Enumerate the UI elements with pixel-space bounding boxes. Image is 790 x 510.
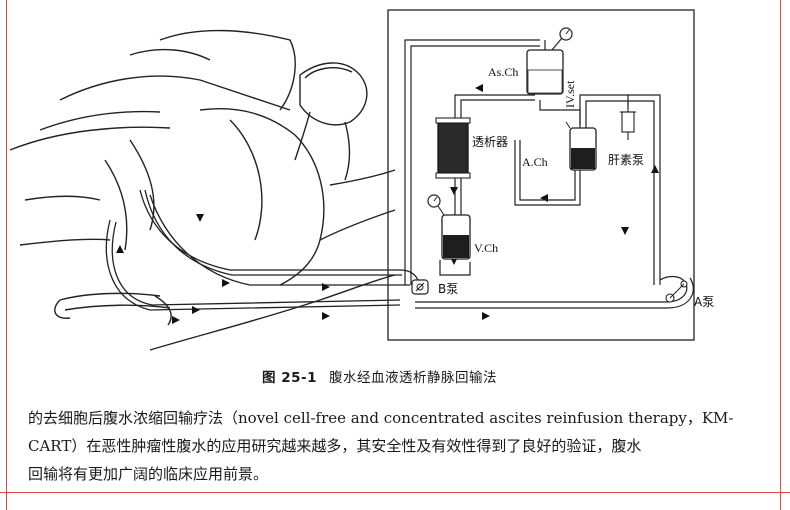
patient-illustration — [9, 29, 396, 351]
dialysis-machine-frame — [387, 9, 695, 341]
b-pump-icon — [411, 279, 429, 295]
arterial-chamber — [565, 121, 597, 171]
dialyzer — [435, 117, 471, 179]
drainage-tubes — [105, 189, 421, 311]
label-a-pump: A泵 — [694, 295, 714, 309]
page-margin-line-bottom — [0, 492, 790, 493]
figure-caption: 图 25-1 腹水经血液透析静脉回输法 — [262, 366, 497, 386]
label-heparin-pump: 肝素泵 — [608, 153, 644, 167]
a-pump-icon — [665, 280, 688, 303]
figure-title: 腹水经血液透析静脉回输法 — [328, 370, 497, 386]
heparin-syringe-icon — [620, 100, 636, 140]
label-a-ch: A.Ch — [522, 155, 548, 169]
flow-arrows — [116, 84, 659, 324]
label-v-ch: V.Ch — [474, 241, 498, 255]
label-dialyzer: 透析器 — [472, 135, 508, 149]
page-margin-line-right — [780, 0, 781, 510]
ascites-chamber — [526, 27, 573, 95]
circuit-tubing — [404, 39, 694, 309]
label-as-ch: As.Ch — [488, 65, 518, 79]
body-paragraph: 的去细胞后腹水浓缩回输疗法（novel cell-free and concen… — [28, 404, 760, 488]
body-line: 的去细胞后腹水浓缩回输疗法（novel cell-free and concen… — [28, 409, 734, 427]
body-line: 回输将有更加广阔的临床应用前景。 — [28, 465, 269, 483]
label-b-pump: B泵 — [438, 282, 458, 296]
figure-number: 图 25-1 — [262, 370, 317, 386]
body-line: CART）在恶性肿瘤性腹水的应用研究越来越多，其安全性及有效性得到了良好的验证，… — [28, 437, 642, 455]
label-iv-set: IV.set — [563, 80, 577, 108]
dialysis-reinfusion-figure: As.Ch IV.set 透析器 A.Ch 肝素泵 V.Ch B泵 A泵 — [9, 9, 714, 351]
venous-chamber — [427, 194, 471, 260]
page-margin-line-left — [6, 0, 7, 510]
